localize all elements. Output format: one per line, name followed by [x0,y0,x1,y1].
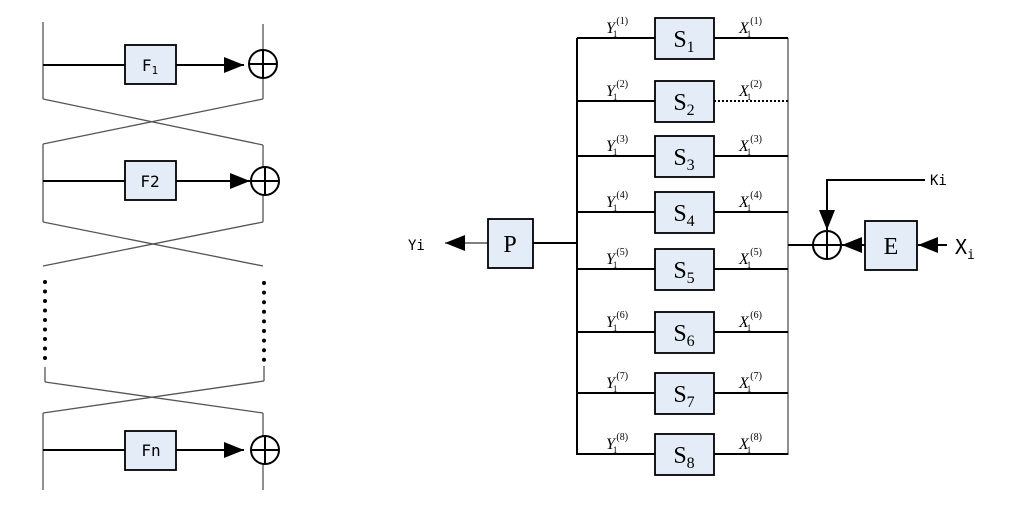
ellipsis-dot [43,280,47,284]
e-label: E [884,234,899,260]
sbox-label: S6 [673,321,694,350]
key-arrow [819,179,925,230]
sbox-label: S8 [673,443,694,472]
round-function-2: F2 [43,160,280,201]
sbox-output-label: X1(7) [738,371,762,394]
sbox-label: S3 [673,145,694,174]
ellipsis-dot [262,348,266,353]
round-function-1: F1 [43,44,278,85]
sbox-5 [654,248,715,291]
ellipsis-dot [262,357,266,362]
swap-line [42,380,265,414]
sbox-label: S1 [673,27,694,56]
sbox-row-2: S2 Y1(2) X1(2) [577,79,788,123]
sbox-row-6: S6 Y1(6) X1(6) [577,310,788,354]
e-box [864,220,918,271]
sbox-6 [654,311,715,354]
sbox-input-label: Y1(1) [606,16,628,39]
sbox-output-label: X1(2) [738,79,762,102]
ellipsis-dot [43,327,47,332]
sbox-input-label: Y1(4) [606,190,628,213]
ellipsis-dot [262,338,266,343]
ellipsis-dot [262,290,266,295]
sbox-input-label: Y1(3) [606,134,628,157]
sbox-input-label: Y1(8) [606,432,628,455]
ellipsis-dot [262,281,266,285]
ellipsis-dot [43,299,47,303]
ellipsis-dot [43,308,47,313]
sbox-output-label: X1(3) [738,134,762,157]
ellipsis-dots-left [43,280,47,360]
p-label: P [503,232,516,258]
sbox-output-label: X1(4) [738,190,762,213]
f2-label: F2 [140,172,159,191]
ellipsis-dot [43,337,47,341]
input-label: Xi [955,235,975,263]
sbox-row-5: S5 Y1(5) X1(5) [577,247,788,291]
round-function-n: Fn [43,430,280,471]
sbox-label: S4 [673,201,694,230]
output-label: Yi [408,238,425,254]
sbox-output-label: X1(1) [738,16,762,39]
sbox-4 [654,191,715,234]
ellipsis-dot [262,300,266,305]
ellipsis-dot [43,289,47,294]
key-label: Ki [930,173,947,189]
feistel-network: F1 F2 Fn [42,22,280,490]
sbox-7 [654,372,715,415]
sbox-input-label: Y1(7) [606,371,628,394]
ellipsis-dot [43,346,47,351]
sbox-2 [654,80,715,123]
sbox-output-label: X1(5) [738,247,762,270]
sbox-row-7: S7 Y1(7) X1(7) [577,371,788,415]
swap-line [42,221,264,267]
sbox-stage: Yi P S1 Y1(1) X1(1) S2 Y1(2) X1(2) S3 Y1(3) X1(3… [408,16,975,476]
f1-label: F1 [142,56,158,77]
sbox-row-1: S1 Y1(1) X1(1) [577,16,788,60]
sbox-row-3: S3 Y1(3) X1(3) [577,134,788,178]
sbox-label: S5 [673,258,694,287]
ellipsis-dot [262,309,266,314]
sbox-input-label: Y1(2) [606,79,628,102]
ellipsis-dots-right [262,281,266,362]
sbox-output-label: X1(8) [738,432,762,455]
sbox-label: S7 [673,382,694,411]
ellipsis-dot [43,318,47,322]
sbox-8 [654,433,715,476]
fn-box [124,430,177,471]
f1-box [124,44,177,85]
sbox-3 [654,135,715,178]
swap-line [42,98,264,145]
ellipsis-dot [262,319,266,324]
ellipsis-dot [262,329,266,333]
sbox-row-8: S8 Y1(8) X1(8) [577,432,788,476]
p-box [487,218,534,269]
sbox-1 [654,17,715,60]
fn-label: Fn [141,441,160,460]
sbox-input-label: Y1(5) [606,247,628,270]
ellipsis-dot [43,356,47,360]
sbox-label: S2 [673,90,694,119]
sbox-output-label: X1(6) [738,310,762,333]
sbox-row-4: S4 Y1(4) X1(4) [577,190,788,234]
sbox-input-label: Y1(6) [606,310,628,333]
